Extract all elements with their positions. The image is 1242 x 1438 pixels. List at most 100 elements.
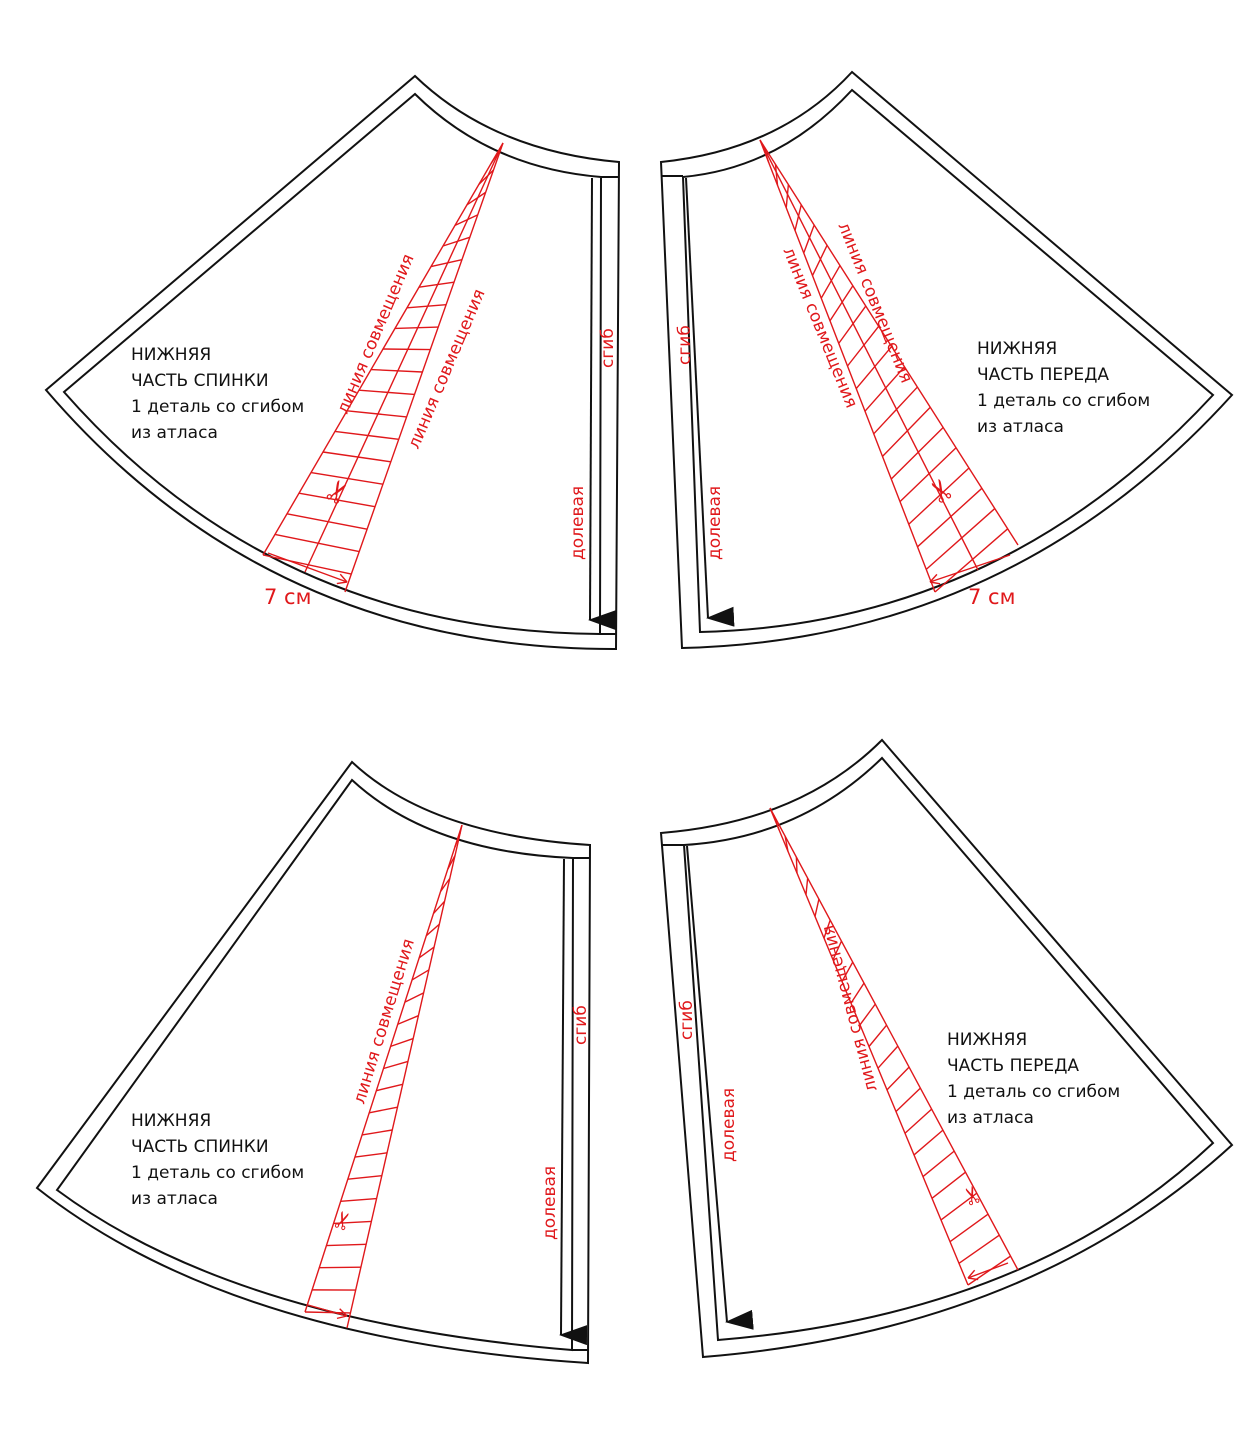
hatch-line — [873, 386, 918, 435]
hatch-line — [490, 147, 503, 164]
hatch-line — [917, 487, 983, 548]
hatch-line — [838, 305, 867, 344]
dimension-arrow — [929, 554, 1011, 583]
piece-title: ЧАСТЬ ПЕРЕДА — [947, 1056, 1079, 1076]
hatch-line — [425, 923, 440, 937]
hatch-line — [908, 467, 970, 525]
hatch-line — [829, 285, 854, 322]
hatch-line — [934, 528, 1009, 593]
hatch-line — [440, 878, 451, 892]
hatch-line — [841, 961, 854, 982]
hatch-line — [814, 898, 820, 917]
matching-line — [344, 142, 504, 593]
hatch-line — [406, 303, 447, 309]
hatch-line — [418, 946, 435, 959]
hatch-line — [761, 143, 770, 163]
hatch-line — [369, 1106, 398, 1114]
hatch-line — [454, 832, 461, 848]
fold-label: сгиб — [598, 328, 618, 368]
hatch-line — [794, 204, 802, 231]
hatch-line — [397, 1015, 419, 1025]
hatch-line — [322, 451, 391, 463]
hatch-line — [370, 368, 423, 373]
piece-back-bottom: сгиб долевая линия совмещения ✂ НИЖНЯЯ Ч… — [35, 760, 592, 1365]
hatch-line — [333, 1220, 372, 1225]
hatch-line — [346, 410, 407, 418]
matching-line-label: линия совмещения — [778, 244, 861, 411]
hatch-line — [890, 427, 944, 480]
hatch-line — [262, 554, 352, 575]
arrow-head — [339, 573, 348, 583]
arrow-head — [967, 1277, 979, 1281]
hatch-line — [913, 1129, 944, 1156]
hatch-line — [442, 236, 471, 247]
hatch-line — [334, 430, 399, 441]
hatch-line — [478, 169, 495, 185]
grain-arrow — [685, 177, 735, 627]
piece-title: ЧАСТЬ ПЕРЕДА — [977, 365, 1109, 385]
hatch-line — [376, 1083, 403, 1092]
grain-label: долевая — [568, 486, 588, 560]
hatch-line — [354, 1152, 388, 1158]
piece-title: НИЖНЯЯ — [977, 339, 1057, 359]
piece-quantity: 1 деталь со сгибом — [947, 1082, 1120, 1102]
seam-allowance-outline — [44, 74, 621, 651]
hatch-line — [466, 191, 487, 206]
piece-front-bottom: сгиб долевая линия совмещения ✂ НИЖНЯЯ Ч… — [659, 738, 1234, 1359]
fold-label: сгиб — [571, 1005, 591, 1045]
piece-title: НИЖНЯЯ — [131, 1111, 211, 1131]
hatch-line — [931, 1171, 966, 1199]
hatch-line — [447, 855, 456, 870]
hatch-line — [432, 900, 446, 915]
piece-title: ЧАСТЬ СПИНКИ — [131, 1137, 269, 1157]
hatch-line — [823, 919, 831, 939]
hatch-line — [859, 1003, 876, 1026]
hatch-line — [940, 1192, 978, 1221]
hatch-line — [326, 1243, 367, 1247]
hatch-line — [811, 244, 828, 276]
hatch-line — [404, 992, 424, 1003]
hatch-line — [286, 513, 368, 530]
hatch-line — [774, 164, 779, 186]
matching-zone — [262, 142, 504, 593]
hatch-line — [820, 265, 841, 299]
piece-fabric: из атласа — [131, 1189, 218, 1209]
hatch-line — [310, 471, 384, 485]
piece-title: ЧАСТЬ СПИНКИ — [131, 371, 269, 391]
hatch-line — [904, 1108, 933, 1134]
piece-back-top: сгиб долевая линия совмещения линия совм… — [44, 74, 621, 651]
hatch-line — [361, 1129, 393, 1136]
matching-zone — [304, 824, 463, 1329]
hatch-line — [958, 1234, 1000, 1264]
matching-line-label: линия совмещения — [350, 936, 419, 1106]
hatch-line — [846, 325, 880, 367]
matching-line — [759, 139, 1019, 546]
matching-line — [769, 807, 1019, 1271]
dimension-arrow — [967, 1262, 1009, 1279]
seam-allowance-outline — [659, 738, 1234, 1359]
hatch-line — [881, 406, 931, 457]
hatch-line — [319, 1266, 361, 1269]
hatch-line — [784, 836, 789, 852]
piece-quantity: 1 деталь со сгибом — [131, 397, 304, 417]
hatch-line — [454, 214, 479, 227]
arrow-head — [336, 1315, 348, 1320]
piece-front-top: сгиб долевая линия совмещения линия совм… — [659, 70, 1234, 650]
stitch-line-outline — [62, 92, 603, 636]
stitch-line-outline — [681, 88, 1215, 634]
hatch-line — [394, 326, 439, 330]
hatch-line — [925, 508, 996, 570]
hatch-line — [805, 878, 809, 895]
piece-title: НИЖНЯЯ — [947, 1030, 1027, 1050]
hatch-line — [899, 447, 957, 503]
hatch-line — [855, 346, 893, 390]
hatch-line — [785, 184, 790, 208]
arrow-head — [929, 581, 941, 585]
piece-fabric: из атласа — [977, 417, 1064, 437]
piece-fabric: из атласа — [131, 423, 218, 443]
hatch-line — [886, 1066, 910, 1091]
seam-allowance-outline — [35, 760, 592, 1365]
hatch-line — [773, 814, 780, 830]
hatch-line — [358, 389, 415, 396]
